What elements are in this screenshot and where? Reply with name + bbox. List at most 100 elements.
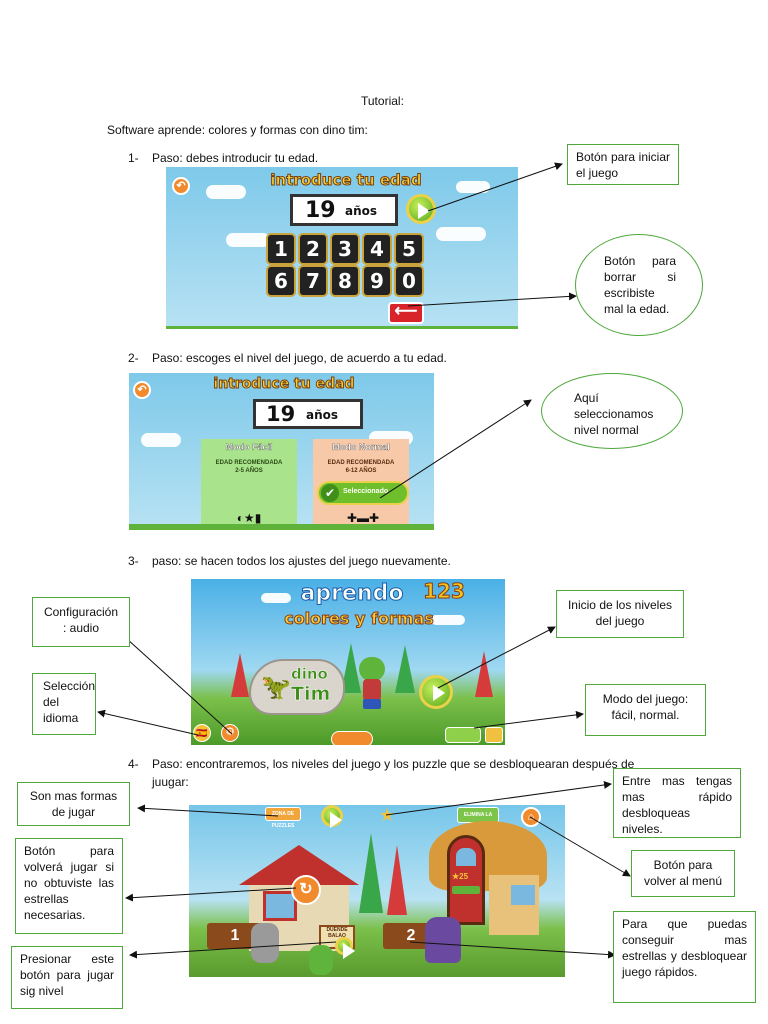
hut-window [511,885,535,905]
normal-mode-panel[interactable]: Modo Normal EDAD RECOMENDADA 6-12 AÑOS ✔… [313,439,409,530]
cloud [436,227,486,241]
game-title-numbers: 123 [423,579,466,604]
tree-decoration [475,651,493,697]
dino-tim-logo-rock: dino Tim 🦖 [249,659,345,715]
screenshot-level-map: ZONA DE PUZZLES ★ ELIMINA LA PUBLICIDAD … [189,805,565,977]
age-value: 19 [305,198,336,223]
stars-required: 25 [459,872,469,881]
callout-language: Selección del idioma [32,673,96,735]
normal-mode-title: Modo Normal [332,442,390,452]
step-4-text-cont: juugar: [152,775,189,789]
character-wizard [425,917,461,963]
tree-decoration [387,845,407,915]
screenshot-level-select: ↶ introduce tu edad 19 años Modo Fácil E… [129,373,434,530]
screen-title: introduce tu edad [213,376,355,393]
callout-config-audio: Configuración : audio [32,597,130,647]
cloud [261,593,291,603]
replay-level-button[interactable]: ↻ [291,875,321,905]
age-display: 19 años [290,194,398,226]
easy-mode-rec: EDAD RECOMENDADA [215,460,283,466]
screenshot-main-menu: aprendo 123 colores y formas dino Tim 🦖 … [191,579,505,745]
check-icon: ✔ [321,484,339,502]
digit-key-1[interactable]: 1 [266,233,296,265]
digit-key-9[interactable]: 9 [362,265,392,297]
easy-mode-title: Modo Fácil [225,442,273,452]
step-3-text: paso: se hacen todos los ajustes del jue… [152,554,451,568]
cloud [206,185,246,199]
more-options-button[interactable] [331,731,373,745]
cloud [456,181,490,193]
next-level-play-button[interactable] [335,937,355,960]
tree-decoration [359,833,383,913]
mode-shapes-icon [485,727,503,743]
callout-more-shapes: Son mas formas de jugar [17,782,130,826]
callout-start-button: Botón para iniciar el juego [567,144,679,185]
step-2-text: Paso: escoges el nivel del juego, de acu… [152,351,447,365]
step-2-number: 2- [128,351,139,365]
cloud [431,615,465,625]
puzzles-play-button[interactable] [321,805,343,829]
delete-button[interactable]: ⟵ [388,302,424,324]
digit-key-6[interactable]: 6 [266,265,296,297]
digit-key-8[interactable]: 8 [330,265,360,297]
shapes-icons: ◐★▮ [236,511,262,525]
play-levels-button[interactable] [419,675,453,709]
digit-key-0[interactable]: 0 [394,265,424,297]
digit-key-2[interactable]: 2 [298,233,328,265]
back-button[interactable]: ↶ [172,177,190,195]
easy-mode-panel[interactable]: Modo Fácil EDAD RECOMENDADA 2-5 AÑOS ◐★▮ [201,439,297,530]
age-value: 19 [266,402,296,426]
logo-text-top: dino [291,665,328,684]
game-mode-button[interactable] [445,727,481,743]
callout-next-level: Presionar este botón para jugar sig nive… [11,946,123,1009]
screenshot-age-input: ↶ introduce tu edad 19 años 1 2 3 4 5 6 … [166,167,518,329]
step-4-number: 4- [128,757,139,771]
callout-replay-button: Botón para volverá jugar si no obtuviste… [15,838,123,934]
cloud [141,433,181,447]
age-unit: años [345,204,378,218]
step-1-text: Paso: debes introducir tu edad. [152,151,319,165]
digit-key-7[interactable]: 7 [298,265,328,297]
step-1-number: 1- [128,151,139,165]
tree-decoration [231,653,249,697]
door-play-button[interactable] [452,886,480,894]
callout-get-stars: Para que puedas conseguir mas estrellas … [613,911,756,1003]
game-title-top: aprendo [300,581,404,607]
step-3-number: 3- [128,554,139,568]
character-goat [251,923,279,963]
home-menu-button[interactable]: ⌂ [521,807,541,827]
page-heading: Tutorial: [361,94,404,108]
age-display: 19 años [253,399,363,429]
tree-decoration [395,645,415,693]
puzzles-zone-sign[interactable]: ZONA DE PUZZLES [265,807,301,829]
step-4-text: Paso: encontraremos, los niveles del jue… [152,757,635,771]
language-flag-button[interactable]: 🇪🇸 [193,724,211,742]
screen-title: introduce tu edad [270,171,422,190]
digit-key-4[interactable]: 4 [362,233,392,265]
callout-more-levels: Entre mas tengas mas rápido desbloqueas … [613,768,741,838]
select-normal-button[interactable]: ✔ Seleccionado [317,481,409,505]
game-title-bottom: colores y formas [284,609,435,629]
next-level-sign-text: DUENDE BALAO [326,927,348,939]
shapes-icons: ✚▬✚ [346,511,380,525]
grass-strip [166,326,518,329]
digit-key-5[interactable]: 5 [394,233,424,265]
grass-strip [129,524,434,530]
doc-subtitle: Software aprende: colores y formas con d… [107,123,368,137]
select-normal-label: Seleccionado [343,488,389,495]
normal-mode-range: 6-12 AÑOS [345,468,377,474]
easy-mode-range: 2-5 AÑOS [235,468,263,474]
dino-character [309,945,333,975]
callout-delete-button: Botón para borrar si escribiste mal la e… [575,234,703,336]
level-door: ★25 [447,835,485,925]
callout-levels-start: Inicio de los niveles del juego [556,590,684,638]
door-star-count: ★25 [452,872,469,881]
age-unit: años [306,408,339,422]
back-button[interactable]: ↶ [133,381,151,399]
digit-key-3[interactable]: 3 [330,233,360,265]
dino-silhouette-icon: 🦖 [261,674,291,701]
cloud [226,233,270,247]
dino-character [353,653,389,711]
tree-decoration [341,643,361,693]
